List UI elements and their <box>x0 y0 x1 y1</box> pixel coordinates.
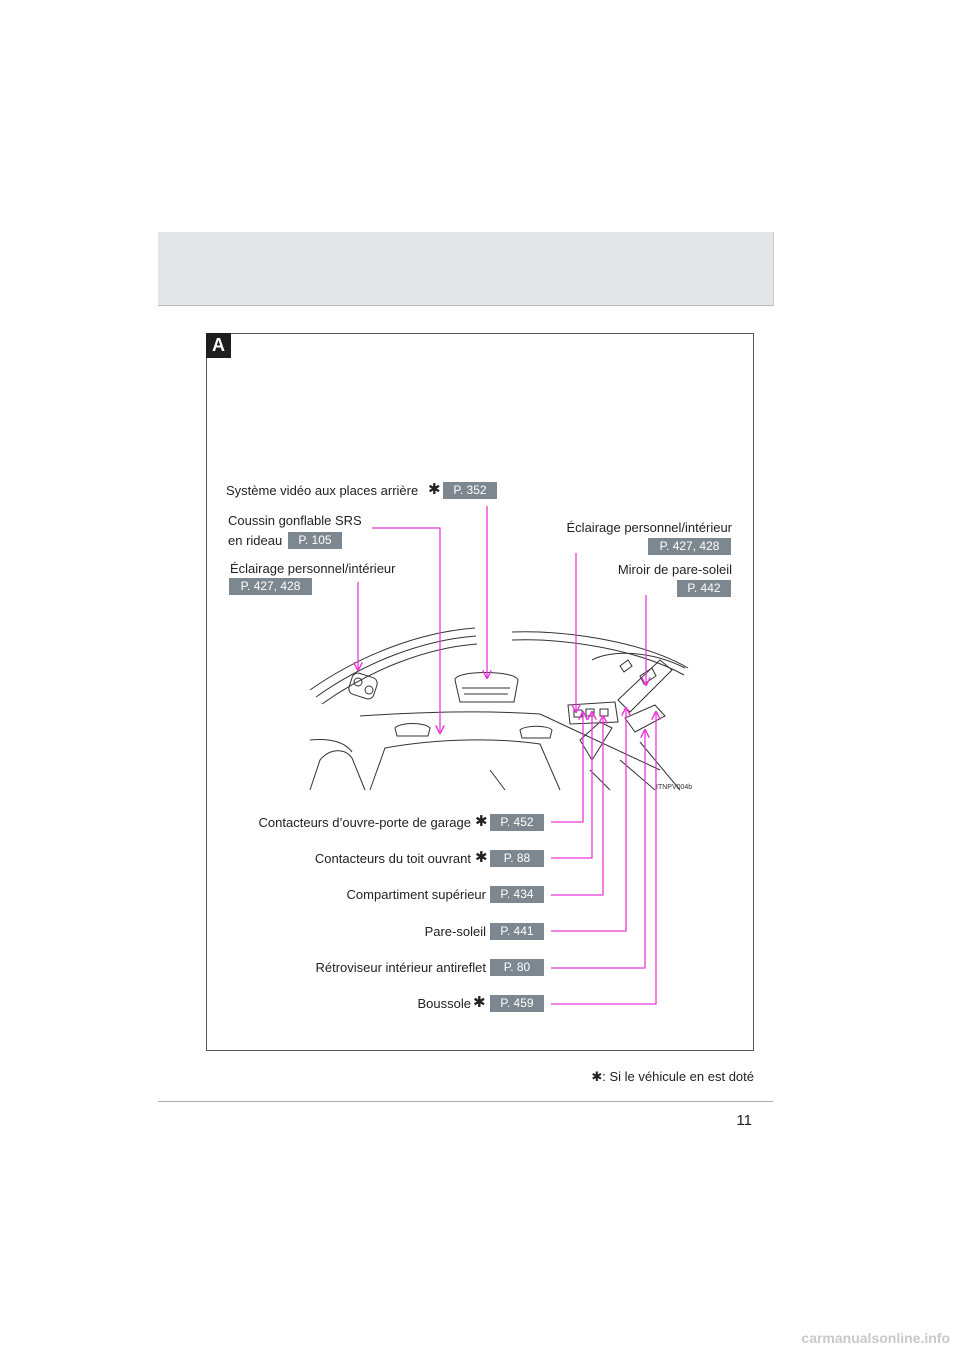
illustration-code: ITNPV004b <box>656 784 692 791</box>
sun-visor-label: Pare-soleil <box>424 924 486 939</box>
left-reading-light-label: Éclairage personnel/intérieur <box>230 561 396 576</box>
moon-roof-page-badge[interactable]: P. 88 <box>490 850 544 867</box>
availability-star-icon: ✱ <box>475 849 488 866</box>
overhead-console-page-badge[interactable]: P. 434 <box>490 886 544 903</box>
video-system-label: Système vidéo aux places arrière <box>226 483 419 498</box>
right-reading-light-page-badge[interactable]: P. 427, 428 <box>648 538 731 555</box>
availability-star-icon: ✱ <box>475 813 488 830</box>
sun-visor-page-badge[interactable]: P. 441 <box>490 923 544 940</box>
footer-rule <box>158 1101 773 1102</box>
footnote: ✱: Si le véhicule en est doté <box>520 1069 754 1085</box>
garage-door-page-badge[interactable]: P. 452 <box>490 814 544 831</box>
leader-lines <box>358 506 656 1005</box>
compass-page-badge[interactable]: P. 459 <box>490 995 544 1012</box>
vanity-mirror-page-badge[interactable]: P. 442 <box>677 580 731 597</box>
inside-mirror-label: Rétroviseur intérieur antireflet <box>315 960 486 975</box>
left-reading-light-page-badge[interactable]: P. 427, 428 <box>229 578 312 595</box>
availability-star-icon: ✱ <box>591 1069 603 1084</box>
curtain-airbag-label-line2: en rideau <box>228 533 283 548</box>
curtain-airbag-page-badge[interactable]: P. 105 <box>288 532 342 549</box>
vanity-mirror-label: Miroir de pare-soleil <box>617 562 732 577</box>
garage-door-label: Contacteurs d’ouvre-porte de garage <box>258 815 471 830</box>
left-reading-light-drawing <box>348 672 378 700</box>
availability-star-icon: ✱ <box>428 481 441 498</box>
availability-star-icon: ✱ <box>473 994 486 1011</box>
headliner-drawing <box>309 627 689 791</box>
section-tag: A <box>206 333 231 358</box>
video-display-drawing <box>454 672 519 703</box>
overhead-console-label: Compartiment supérieur <box>346 887 486 902</box>
compass-label: Boussole <box>417 996 471 1011</box>
moon-roof-label: Contacteurs du toit ouvrant <box>314 851 471 866</box>
footnote-text: : Si le véhicule en est doté <box>602 1069 754 1084</box>
inside-mirror-page-badge[interactable]: P. 80 <box>490 959 544 976</box>
curtain-airbag-label-line1: Coussin gonflable SRS <box>228 513 362 528</box>
video-system-page-badge[interactable]: P. 352 <box>443 482 497 499</box>
right-reading-light-label: Éclairage personnel/intérieur <box>566 520 732 535</box>
illustration-frame <box>206 333 754 1051</box>
page-number: 11 <box>736 1112 752 1129</box>
watermark: carmanualsonline.info <box>801 1330 950 1346</box>
header-band <box>158 232 774 306</box>
